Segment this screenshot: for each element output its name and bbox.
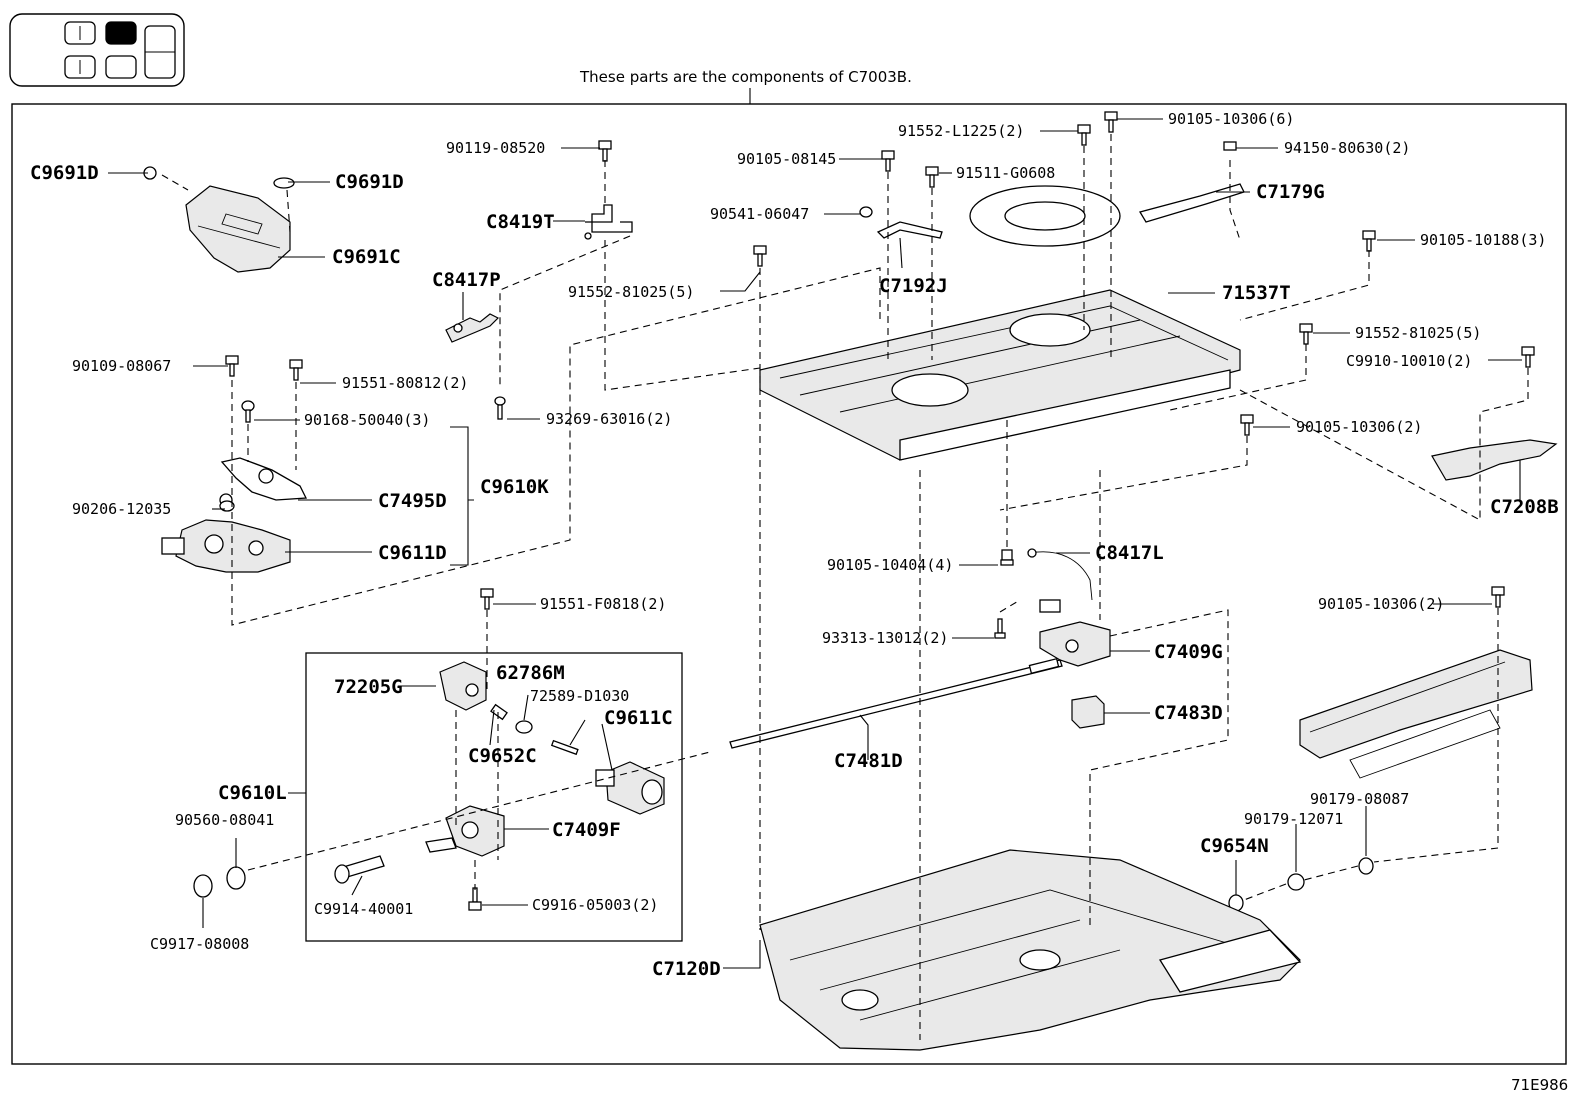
- label-62786m: 62786M: [496, 662, 565, 684]
- label-90105-08145: 90105-08145: [737, 150, 836, 168]
- label-c9910-10010-2: C9910-10010(2): [1346, 352, 1472, 370]
- motor-c9611c-drawing: [595, 761, 665, 815]
- washer-drawings: [193, 857, 1374, 912]
- label-90206-12035: 90206-12035: [72, 500, 171, 518]
- label-90109-08067: 90109-08067: [72, 357, 171, 375]
- label-90105-10306-2-upper: 90105-10306(2): [1296, 418, 1422, 436]
- bracket-c7192j-drawing: [876, 221, 943, 239]
- cover-c7483d-drawing: [1071, 695, 1105, 729]
- label-91552-l1225-2: 91552-L1225(2): [898, 122, 1024, 140]
- label-72205g: 72205G: [334, 676, 403, 698]
- label-c8419t: C8419T: [486, 211, 555, 233]
- label-c9654n: C9654N: [1200, 835, 1269, 857]
- label-c7495d: C7495D: [378, 490, 447, 512]
- label-72589-d1030: 72589-D1030: [530, 687, 629, 705]
- label-c8417p: C8417P: [432, 269, 501, 291]
- label-91511-g0608: 91511-G0608: [956, 164, 1055, 182]
- assembly-lines: [161, 134, 1529, 1040]
- label-c7192j: C7192J: [879, 275, 948, 297]
- label-90179-08087: 90179-08087: [1310, 790, 1409, 808]
- label-90105-10404-4: 90105-10404(4): [827, 556, 953, 574]
- label-c7483d: C7483D: [1154, 702, 1223, 724]
- label-c7409f: C7409F: [552, 819, 621, 841]
- label-c7409g: C7409G: [1154, 641, 1223, 663]
- sensor-c8417l-drawing: [1027, 548, 1093, 613]
- label-c7120d: C7120D: [652, 958, 721, 980]
- leader-lines: [108, 118, 1522, 969]
- frame-c7120d-drawing: [759, 849, 1302, 1051]
- label-c9611d: C9611D: [378, 542, 447, 564]
- label-c9917-08008: C9917-08008: [150, 935, 249, 953]
- arm-c7179g-drawing: [1138, 183, 1245, 223]
- cover-c9691c-drawing: [143, 166, 295, 273]
- label-c9914-40001: C9914-40001: [314, 900, 413, 918]
- cover-c7208b-drawing: [1431, 439, 1558, 481]
- label-c8417l: C8417L: [1095, 542, 1164, 564]
- label-90105-10188-3: 90105-10188(3): [1420, 231, 1546, 249]
- ring-91511-g0608-drawing: [969, 185, 1121, 247]
- diagram-frame: [11, 103, 1567, 1065]
- label-91551-f0818-2: 91551-F0818(2): [540, 595, 666, 613]
- label-c7481d: C7481D: [834, 750, 903, 772]
- bracket-c9610k: [450, 426, 474, 566]
- small-parts-drawing: [490, 703, 579, 756]
- label-c9652c: C9652C: [468, 745, 537, 767]
- label-90541-06047: 90541-06047: [710, 205, 809, 223]
- label-91551-80812-2: 91551-80812(2): [342, 374, 468, 392]
- label-91552-81025-5-right: 91552-81025(5): [1355, 324, 1481, 342]
- sensor-c8417p-drawing: [445, 313, 500, 343]
- label-90119-08520: 90119-08520: [446, 139, 545, 157]
- figure-id: 71E986: [1511, 1076, 1568, 1094]
- bracket-c8419t-drawing: [584, 204, 633, 240]
- gearbox-c7409f-drawing: [425, 805, 505, 857]
- label-93313-13012-2: 93313-13012(2): [822, 629, 948, 647]
- label-c9610k: C9610K: [480, 476, 549, 498]
- seat-cell-front-right-selected: [105, 21, 137, 45]
- bolt-c9914-40001-drawing: [334, 855, 385, 884]
- label-c7179g: C7179G: [1256, 181, 1325, 203]
- gearbox-c7409g-drawing: [1039, 621, 1111, 667]
- label-90179-12071: 90179-12071: [1244, 810, 1343, 828]
- label-93269-63016-2: 93269-63016(2): [546, 410, 672, 428]
- fastener-drawings: [219, 111, 1535, 911]
- label-90168-50040-3: 90168-50040(3): [304, 411, 430, 429]
- label-90105-10306-6: 90105-10306(6): [1168, 110, 1294, 128]
- seat-track-rail-drawing: [759, 289, 1241, 461]
- label-c9916-05003-2: C9916-05003(2): [532, 896, 658, 914]
- label-c9691d-left: C9691D: [30, 162, 99, 184]
- rail-cover-drawing: [1299, 649, 1533, 779]
- label-91552-81025-5-left: 91552-81025(5): [568, 283, 694, 301]
- header-note: These parts are the components of C7003B…: [579, 68, 912, 86]
- label-c9691d-right: C9691D: [335, 171, 404, 193]
- seat-position-indicator: [9, 13, 185, 87]
- label-90560-08041: 90560-08041: [175, 811, 274, 829]
- subassembly-box-c9610l: [305, 652, 683, 942]
- part-labels: C9691D C9691D C9691C 90119-08520 C8419T …: [30, 110, 1559, 980]
- motor-assembly-c9610k-drawing: [161, 457, 308, 573]
- shaft-c7481d-drawing: [729, 657, 1063, 749]
- seat-cell-rear-right: [105, 55, 137, 79]
- label-c7208b: C7208B: [1490, 496, 1559, 518]
- label-c9691c: C9691C: [332, 246, 401, 268]
- label-94150-80630-2: 94150-80630(2): [1284, 139, 1410, 157]
- label-90105-10306-2-lower: 90105-10306(2): [1318, 595, 1444, 613]
- label-71537t: 71537T: [1222, 282, 1291, 304]
- gear-72205g-drawing: [439, 661, 487, 711]
- label-c9610l: C9610L: [218, 782, 287, 804]
- label-c9611c: C9611C: [604, 707, 673, 729]
